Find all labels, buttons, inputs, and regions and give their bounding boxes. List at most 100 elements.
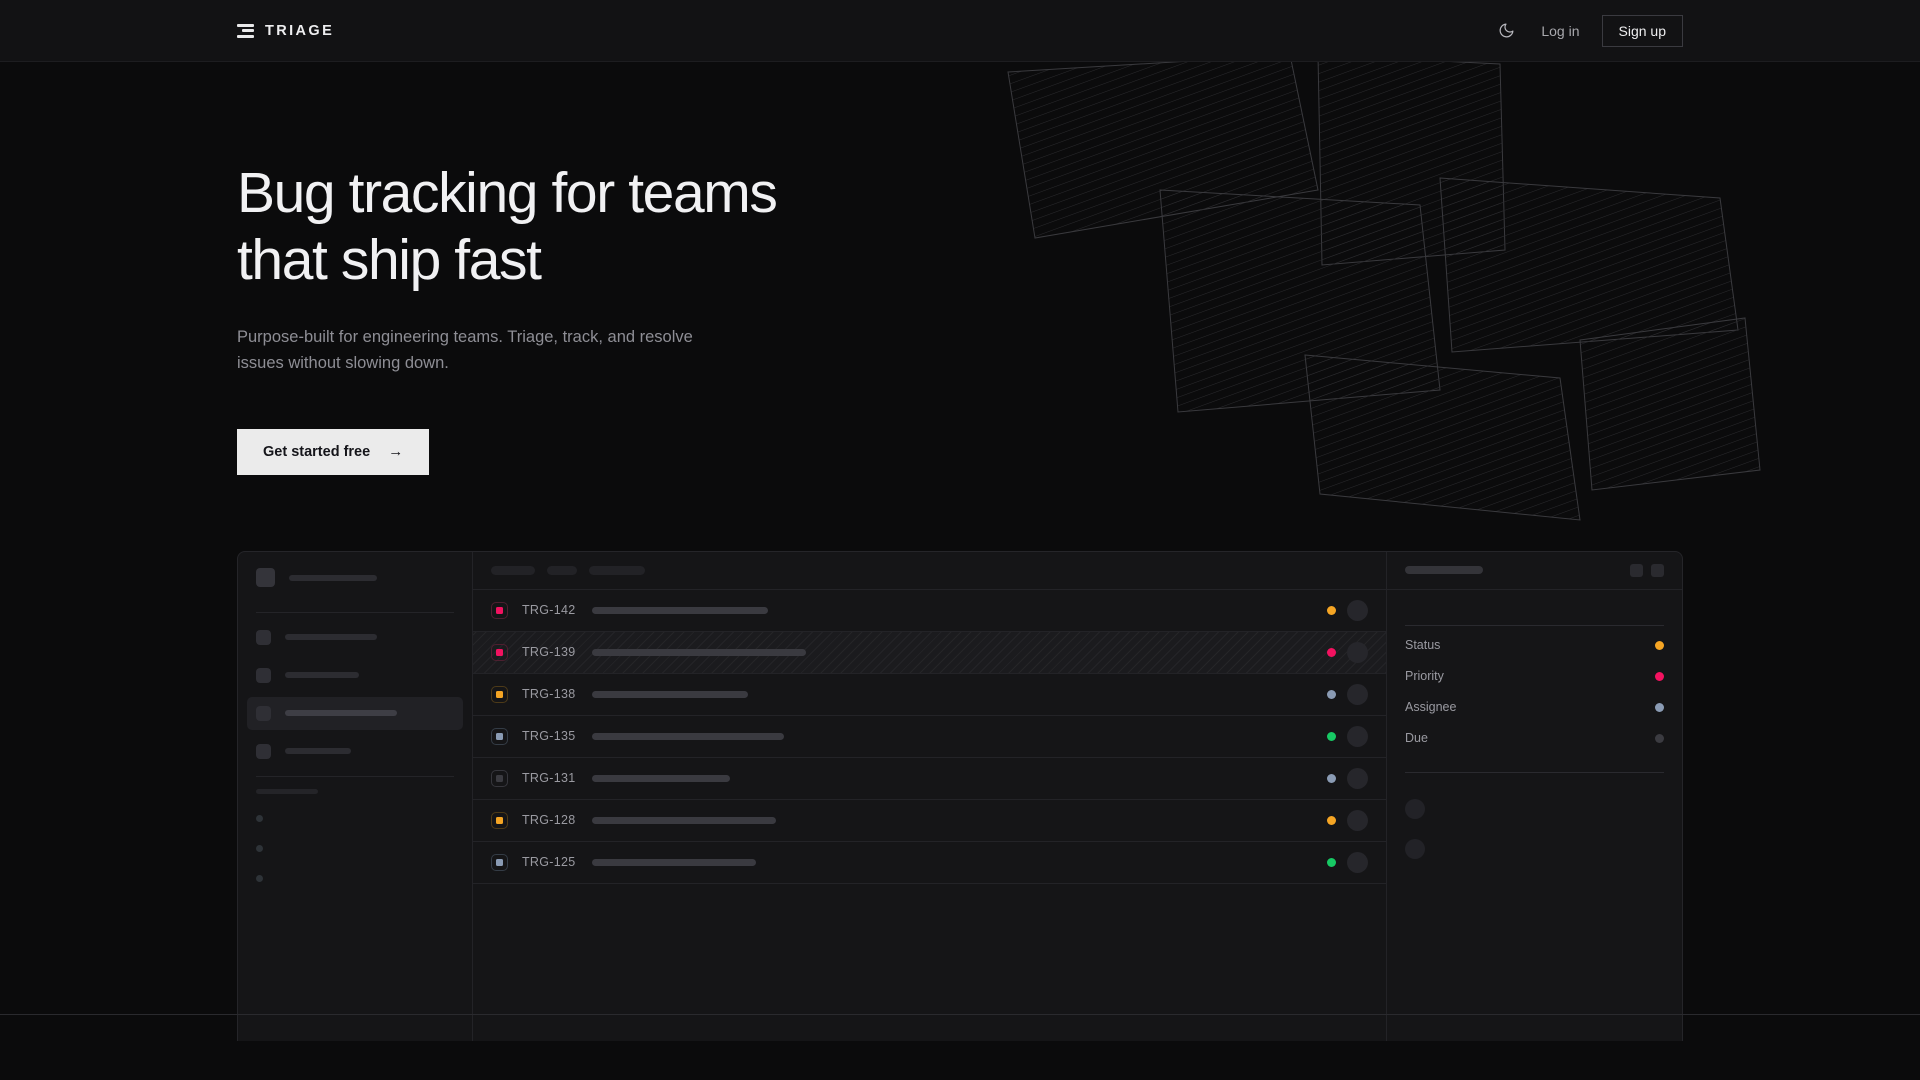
workspace-avatar [256, 568, 275, 587]
project-dot-icon [256, 875, 263, 882]
comment-avatar [1405, 798, 1425, 819]
detail-comments [1387, 771, 1682, 869]
sidebar-divider-top [256, 611, 454, 613]
detail-action-2-button[interactable] [1651, 563, 1664, 577]
detail-meta-label: Assignee [1405, 700, 1457, 714]
arrow-right-icon: → [388, 443, 404, 460]
stacked-bars-icon [237, 23, 254, 38]
status-dot [1327, 857, 1336, 867]
issue-row[interactable]: TRG-125 [473, 842, 1386, 884]
priority-badge-icon [491, 643, 508, 661]
sidebar-nav-list [247, 621, 463, 768]
sidebar-project-item[interactable] [256, 834, 454, 864]
issue-row[interactable]: TRG-138 [473, 674, 1386, 716]
issue-id: TRG-135 [522, 729, 576, 743]
detail-footer-divider [1405, 771, 1664, 773]
priority-badge-icon [491, 769, 508, 787]
priority-badge-icon [491, 601, 508, 619]
assignee-avatar [1347, 599, 1368, 621]
top-navigation-bar: TRIAGE Log in Sign up [0, 0, 1920, 62]
sidebar-item-2[interactable] [247, 659, 463, 692]
issue-row-meta [1327, 641, 1368, 663]
issue-row-meta [1327, 599, 1368, 621]
detail-meta-value-dot [1655, 702, 1664, 712]
detail-meta-label: Priority [1405, 669, 1444, 683]
issue-id: TRG-128 [522, 813, 576, 827]
signup-button[interactable]: Sign up [1601, 14, 1683, 47]
detail-action-1-button[interactable] [1630, 563, 1643, 577]
detail-meta-priority[interactable]: Priority [1405, 661, 1664, 692]
sidebar-divider-bottom [256, 775, 454, 777]
section-divider [0, 1014, 1920, 1015]
issue-row[interactable]: TRG-142 [473, 590, 1386, 632]
issue-row-meta [1327, 851, 1368, 873]
sidebar-group-label-skeleton [256, 788, 318, 794]
detail-meta-assignee[interactable]: Assignee [1405, 692, 1664, 723]
assignee-avatar [1347, 851, 1368, 873]
issue-row[interactable]: TRG-135 [473, 716, 1386, 758]
sidebar-project-item[interactable] [256, 804, 454, 834]
comment-item [1405, 829, 1664, 869]
issue-row-meta [1327, 683, 1368, 705]
project-dot-icon [256, 815, 263, 822]
sidebar-item-4[interactable] [247, 735, 463, 768]
sidebar-item-1[interactable] [247, 621, 463, 654]
sidebar-project-list [256, 804, 454, 894]
moon-icon[interactable] [1493, 18, 1519, 44]
page-title: Bug tracking for teams that ship fast [237, 160, 937, 293]
assignee-avatar [1347, 725, 1368, 747]
issue-list-toolbar [473, 552, 1386, 590]
assignee-avatar [1347, 767, 1368, 789]
filter-chip-3[interactable] [589, 565, 645, 575]
sidebar-item-3[interactable] [247, 696, 463, 730]
sidebar-project-item[interactable] [256, 864, 454, 894]
status-dot [1327, 815, 1336, 825]
hero-subtitle: Purpose-built for engineering teams. Tri… [237, 328, 693, 372]
status-dot [1327, 647, 1336, 657]
issue-title-skeleton [592, 606, 768, 614]
sidebar-item-label-skeleton [285, 748, 351, 754]
assignee-avatar [1347, 683, 1368, 705]
priority-badge-icon [491, 727, 508, 745]
status-dot [1327, 689, 1336, 699]
detail-title-skeleton [1405, 566, 1483, 574]
issue-id: TRG-125 [522, 855, 576, 869]
detail-meta-value-dot [1655, 733, 1664, 743]
detail-header-actions [1630, 563, 1664, 577]
detail-divider [1405, 624, 1664, 626]
issue-row[interactable]: TRG-131 [473, 758, 1386, 800]
issue-title-skeleton [592, 858, 756, 866]
detail-meta-due[interactable]: Due [1405, 723, 1664, 754]
workspace-switcher[interactable] [256, 552, 454, 604]
nav-actions: Log in Sign up [1493, 14, 1683, 47]
detail-meta-label: Status [1405, 638, 1441, 652]
hero-heading-line-1: Bug tracking for teams [237, 161, 778, 225]
issue-id: TRG-139 [522, 645, 576, 659]
filter-chip-2[interactable] [547, 565, 577, 575]
status-dot [1327, 773, 1336, 783]
issue-row[interactable]: TRG-139 [473, 631, 1386, 674]
detail-meta-status[interactable]: Status [1405, 630, 1664, 661]
status-dot [1327, 605, 1336, 615]
app-sidebar [238, 551, 473, 1041]
login-link[interactable]: Log in [1541, 22, 1580, 39]
brand-logo[interactable]: TRIAGE [237, 23, 334, 39]
sidebar-item-icon [256, 629, 271, 645]
issue-title-skeleton [592, 690, 748, 698]
issue-row[interactable]: TRG-128 [473, 800, 1386, 842]
comment-item [1405, 789, 1664, 829]
sidebar-item-icon [256, 667, 271, 683]
priority-badge-icon [491, 685, 508, 703]
assignee-avatar [1347, 809, 1368, 831]
sidebar-item-icon [256, 705, 271, 721]
filter-chip-1[interactable] [491, 565, 535, 575]
priority-badge-icon [491, 853, 508, 871]
sidebar-item-icon [256, 743, 271, 759]
get-started-button[interactable]: Get started free → [237, 428, 430, 475]
hero-heading-line-2: that ship fast [237, 227, 542, 292]
status-dot [1327, 731, 1336, 741]
